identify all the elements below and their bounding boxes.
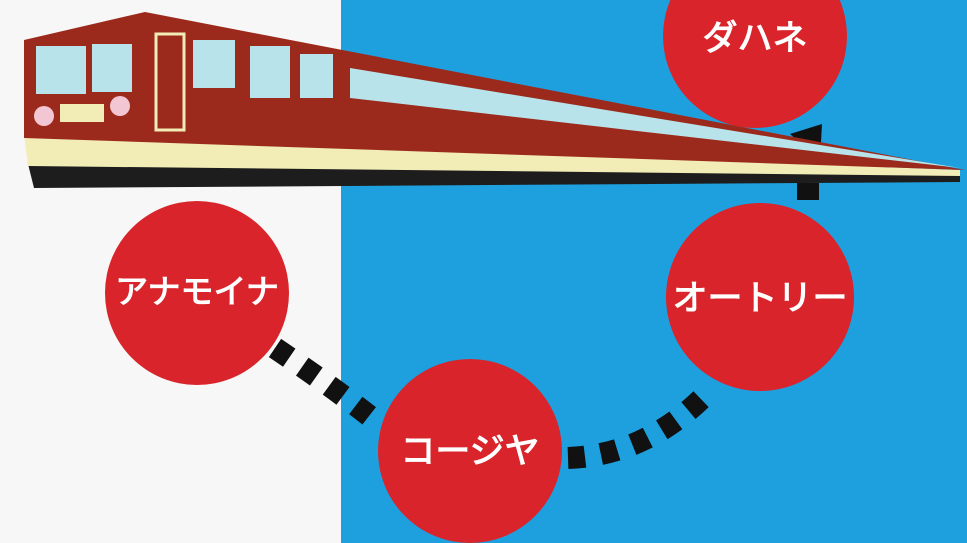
train-front-window-left — [36, 46, 86, 94]
route-segment-koujiya-ootorii — [567, 380, 721, 469]
train — [24, 12, 965, 188]
train-upper-window-band — [350, 68, 960, 168]
station-circle — [105, 201, 289, 385]
train-side-window-3 — [300, 54, 333, 98]
train-side-window-2 — [250, 46, 290, 98]
station-circle — [666, 203, 854, 391]
train-door — [154, 32, 186, 132]
train-front-window-right — [92, 44, 132, 92]
station-circle — [378, 359, 562, 543]
train-headlight-right — [110, 96, 130, 116]
station-ootorii: オートリー — [666, 203, 854, 391]
station-label: コージヤ — [400, 432, 539, 472]
station-label: アナモイナ — [115, 272, 279, 311]
train-headlight-left — [34, 106, 54, 126]
station-label: ダハネ — [702, 19, 807, 59]
station-dahane: ダハネ — [663, 0, 847, 128]
station-koujiya: コージヤ — [378, 359, 562, 543]
station-anamoina: アナモイナ — [105, 201, 289, 385]
train-skirt — [28, 164, 960, 188]
train-side-window-1 — [193, 40, 235, 88]
station-label: オートリー — [672, 279, 847, 319]
station-circle — [663, 0, 847, 128]
train-destination-sign — [60, 104, 104, 122]
route-segment-anamoina-koujiya — [268, 338, 379, 427]
